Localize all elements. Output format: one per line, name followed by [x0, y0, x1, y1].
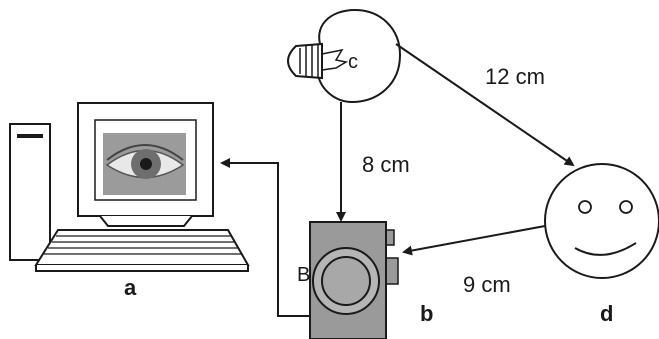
arrow-camera-to-computer — [220, 158, 310, 317]
camera: B b — [297, 221, 433, 339]
computer: a — [9, 102, 250, 300]
bulb-glass — [316, 8, 402, 104]
face-right-eye — [619, 200, 633, 214]
eye-image — [103, 133, 186, 195]
face-outline — [544, 163, 659, 279]
computer-tower — [9, 123, 51, 261]
distance-lamp-to-face: 12 cm — [485, 64, 545, 89]
tower-drive-slot — [17, 134, 43, 138]
camera-lens-inner — [321, 256, 371, 306]
face-smile — [574, 242, 637, 256]
distance-lamp-to-camera: 8 cm — [362, 152, 410, 177]
light-bulb: c — [287, 8, 402, 104]
label-camera: b — [420, 301, 433, 326]
smiley-face: d — [544, 163, 659, 326]
bulb-base — [287, 42, 323, 80]
keyboard — [34, 229, 250, 272]
label-lamp: c — [348, 51, 358, 73]
bulb-filament — [321, 48, 349, 71]
distance-face-to-camera: 9 cm — [463, 272, 511, 297]
label-face: d — [600, 301, 613, 326]
label-computer: a — [124, 275, 137, 300]
face-left-eye — [578, 200, 592, 214]
arrow-lamp-to-face — [395, 43, 575, 167]
arrow-face-to-camera — [402, 225, 546, 256]
label-camera-inner: B — [297, 264, 310, 286]
monitor-stand — [99, 215, 193, 227]
